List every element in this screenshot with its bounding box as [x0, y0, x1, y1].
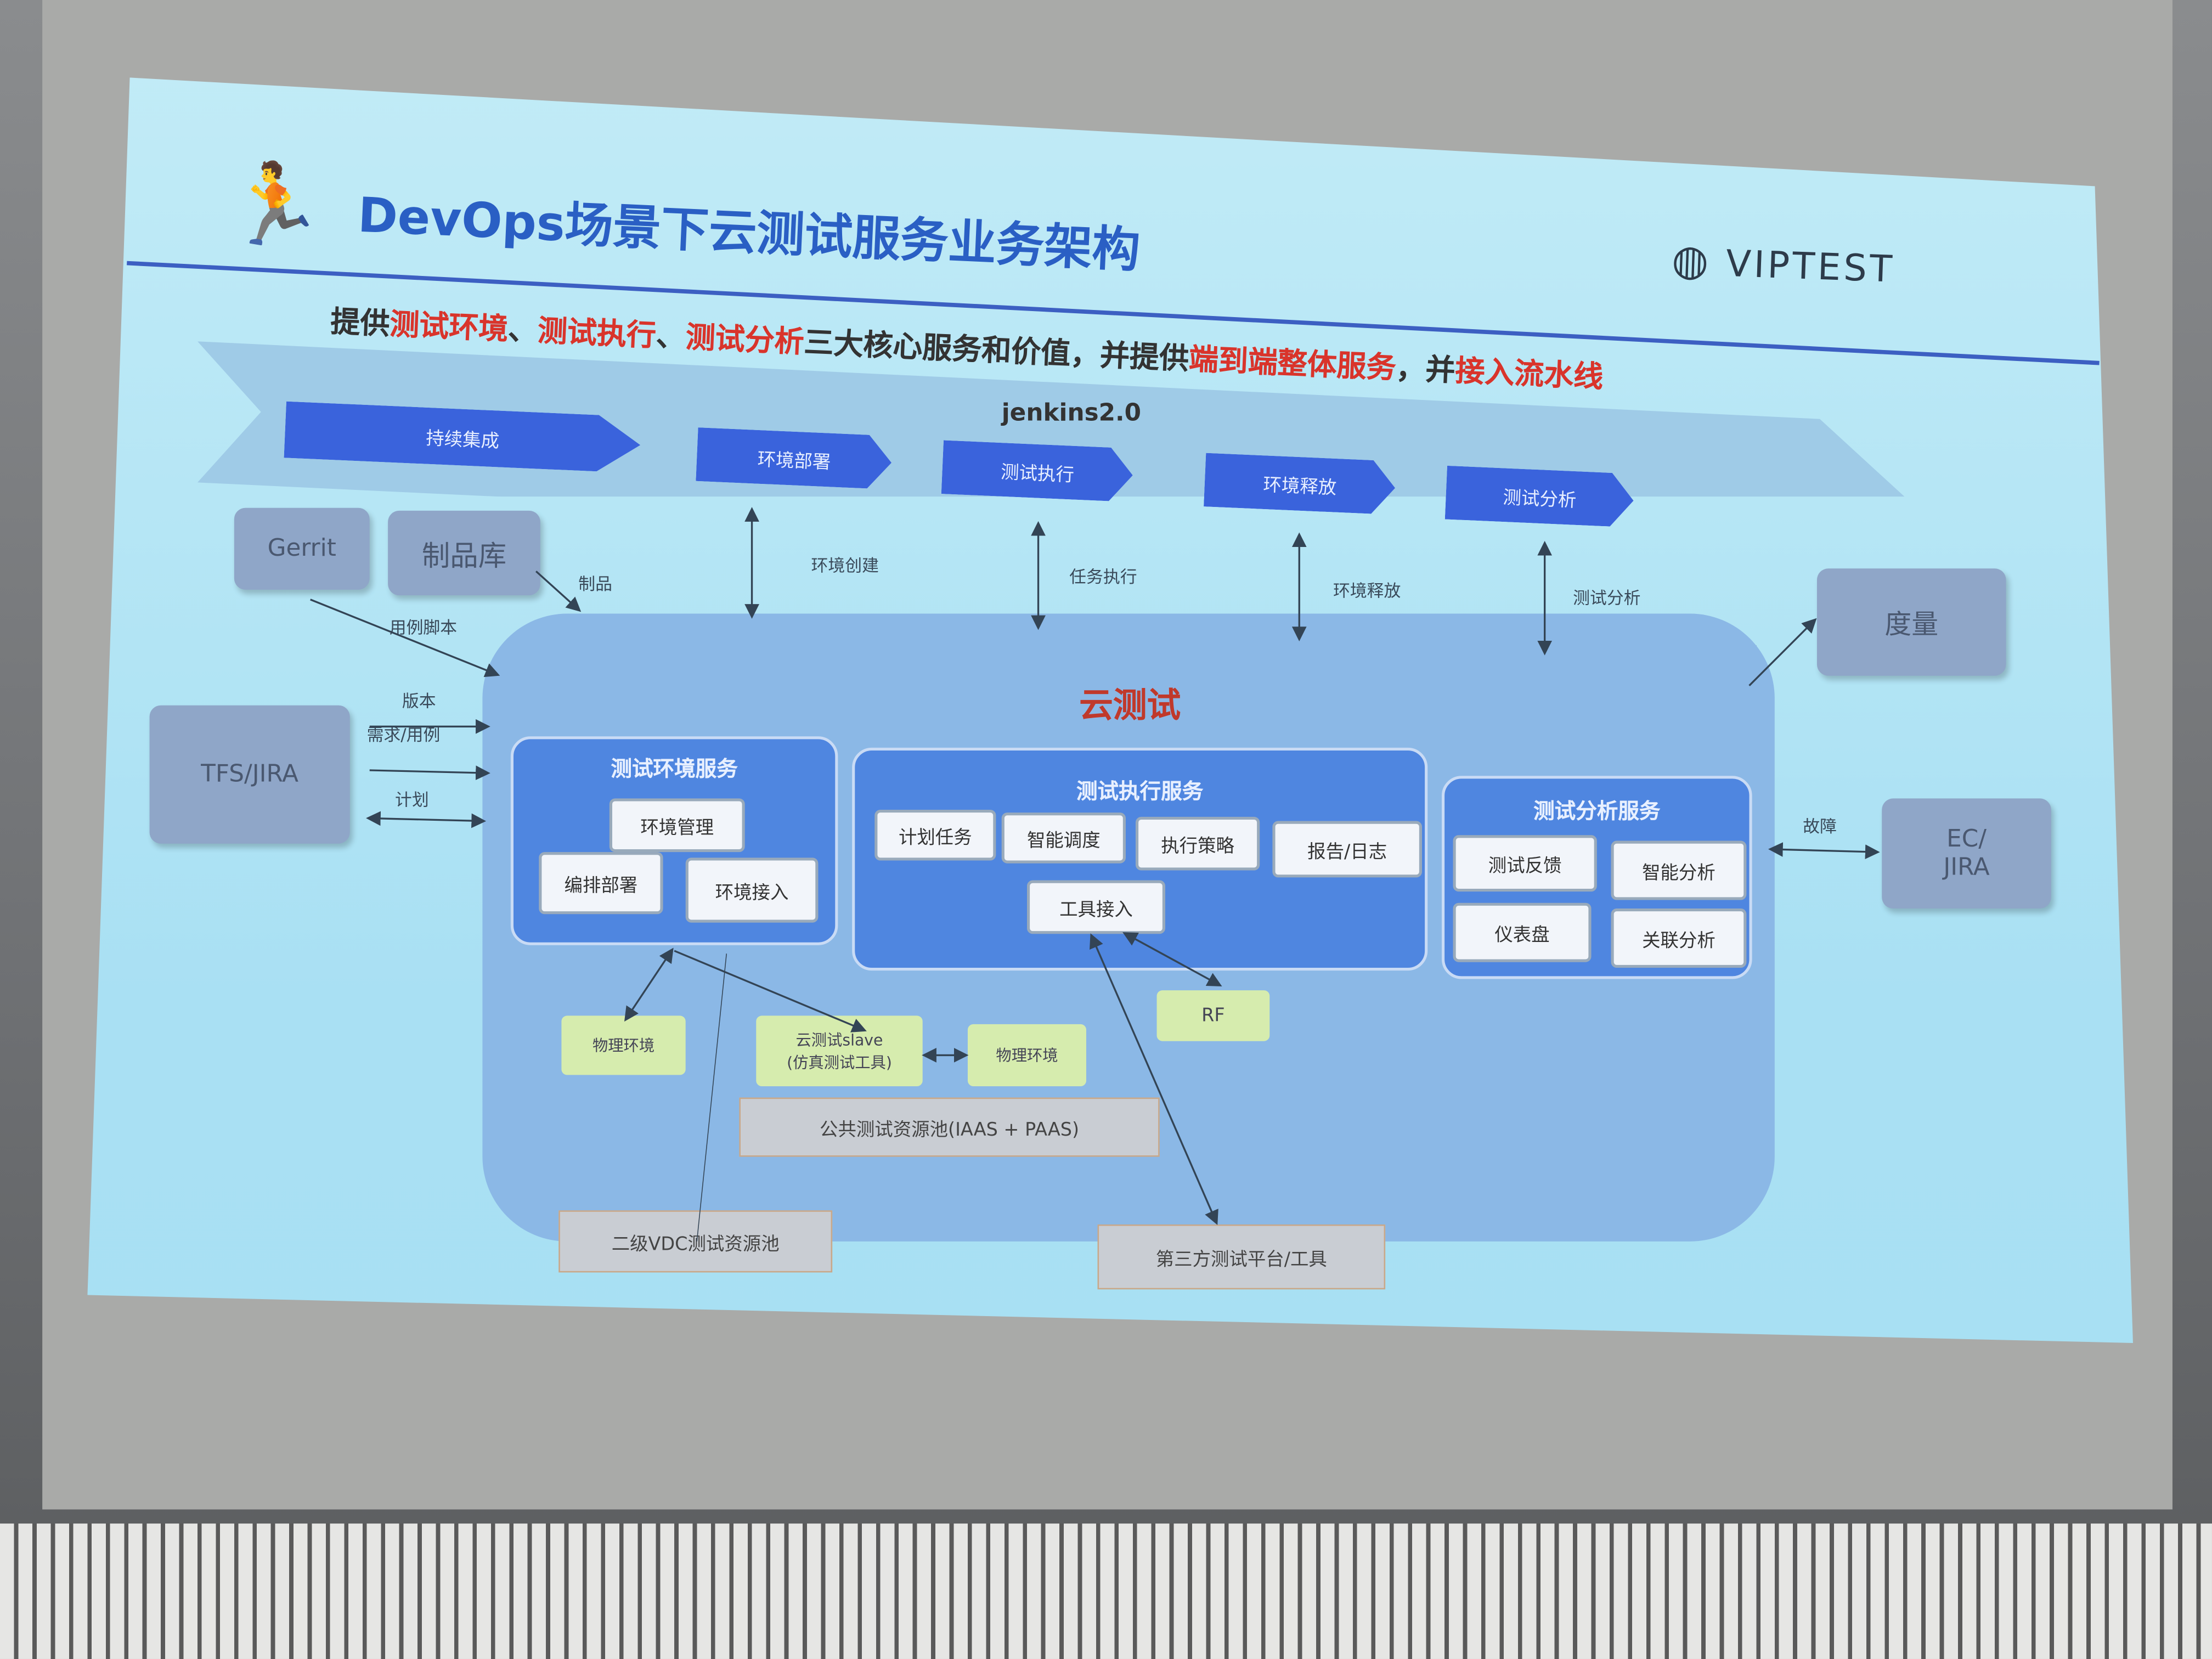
public-pool-box: 公共测试资源池(IAAS + PAAS): [739, 1097, 1160, 1157]
tfs-jira-box: TFS/JIRA: [149, 705, 350, 844]
link-env-release: 环境释放: [1333, 581, 1401, 601]
label-version: 版本: [402, 691, 436, 711]
artifact-repo-box: 制品库: [388, 510, 540, 596]
ec-jira-box: EC/ JIRA: [1882, 798, 2051, 909]
chip-smart-schedule: 智能调度: [1001, 812, 1126, 864]
chip-orchestrate: 编排部署: [539, 852, 663, 915]
jenkins-label: jenkins2.0: [1001, 399, 1142, 428]
chip-smart-analysis: 智能分析: [1611, 840, 1747, 900]
chip-dashboard: 仪表盘: [1453, 902, 1592, 962]
vdc-pool-box: 二级VDC测试资源池: [558, 1210, 833, 1273]
env-service-title: 测试环境服务: [611, 756, 738, 782]
cloud-slave-box: 云测试slave (仿真测试工具): [756, 1015, 923, 1086]
chip-plan-task: 计划任务: [874, 809, 996, 861]
physical-env-2: 物理环境: [967, 1024, 1086, 1086]
label-requirement: 需求/用例: [366, 725, 441, 745]
exec-service-title: 测试执行服务: [1076, 778, 1204, 804]
chip-correlation: 关联分析: [1611, 908, 1747, 968]
chip-report-log: 报告/日志: [1272, 821, 1422, 878]
chip-feedback: 测试反馈: [1453, 835, 1597, 892]
link-analysis: 测试分析: [1573, 588, 1641, 608]
window-blinds: [0, 1523, 2212, 1659]
label-plan: 计划: [394, 789, 429, 810]
runner-icon: 🏃: [225, 159, 324, 251]
third-party-box: 第三方测试平台/工具: [1097, 1224, 1386, 1290]
gerrit-box: Gerrit: [234, 507, 370, 590]
link-task-exec: 任务执行: [1069, 567, 1137, 587]
analysis-service-title: 测试分析服务: [1533, 798, 1661, 824]
chip-exec-policy: 执行策略: [1135, 816, 1260, 871]
metrics-box: 度量: [1816, 568, 2006, 676]
chip-env-mgmt: 环境管理: [609, 798, 745, 853]
chip-tool-access: 工具接入: [1026, 880, 1165, 934]
physical-env-1: 物理环境: [561, 1015, 686, 1075]
label-artifact: 制品: [578, 574, 613, 594]
chip-env-access: 环境接入: [685, 857, 819, 923]
label-fault: 故障: [1803, 816, 1837, 837]
link-env-create: 环境创建: [811, 556, 879, 576]
cloud-title: 云测试: [1079, 685, 1181, 725]
label-script: 用例脚本: [389, 618, 458, 638]
